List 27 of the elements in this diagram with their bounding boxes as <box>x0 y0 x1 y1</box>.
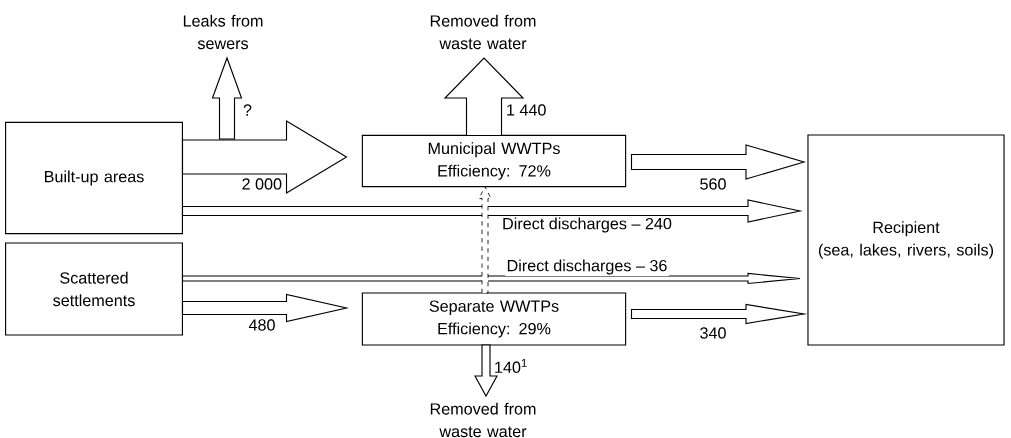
flow-arrow <box>181 199 803 223</box>
flow-arrow <box>474 344 498 398</box>
edge-label: 1 440 <box>504 102 548 118</box>
edge-label: 480 <box>247 317 277 333</box>
dashed-arrow <box>478 186 492 294</box>
flow-arrow <box>181 120 348 194</box>
edge-label: ? <box>241 102 254 118</box>
edge-label: 560 <box>698 176 728 192</box>
edge-label: 2 000 <box>240 176 284 192</box>
flow-arrow <box>630 303 808 325</box>
source-box: Built-up areas <box>5 121 183 235</box>
outflow-text: Leaks from sewers <box>183 14 263 50</box>
edge-label: 340 <box>698 325 728 341</box>
flow-arrow <box>630 144 806 180</box>
edge-label: Direct discharges – 36 <box>505 258 669 276</box>
edge-label: Direct discharges – 240 <box>500 216 674 234</box>
flow-arrow <box>181 293 350 323</box>
flow-arrow <box>181 272 801 285</box>
source-box: Scattered settlements <box>5 242 183 336</box>
treatment-box: Municipal WWTPs Efficiency: 72% <box>361 134 627 188</box>
outflow-text: Removed from waste water <box>430 14 536 50</box>
flow-arrow <box>443 57 525 137</box>
recipient-box: Recipient (sea, lakes, rivers, soils) <box>807 134 1005 346</box>
edge-label: 140$^{1}$ <box>492 357 530 375</box>
flow-arrow <box>211 56 243 140</box>
treatment-box: Separate WWTPs Efficiency: 29% <box>361 292 627 346</box>
outflow-text: Removed from waste water <box>430 402 536 438</box>
